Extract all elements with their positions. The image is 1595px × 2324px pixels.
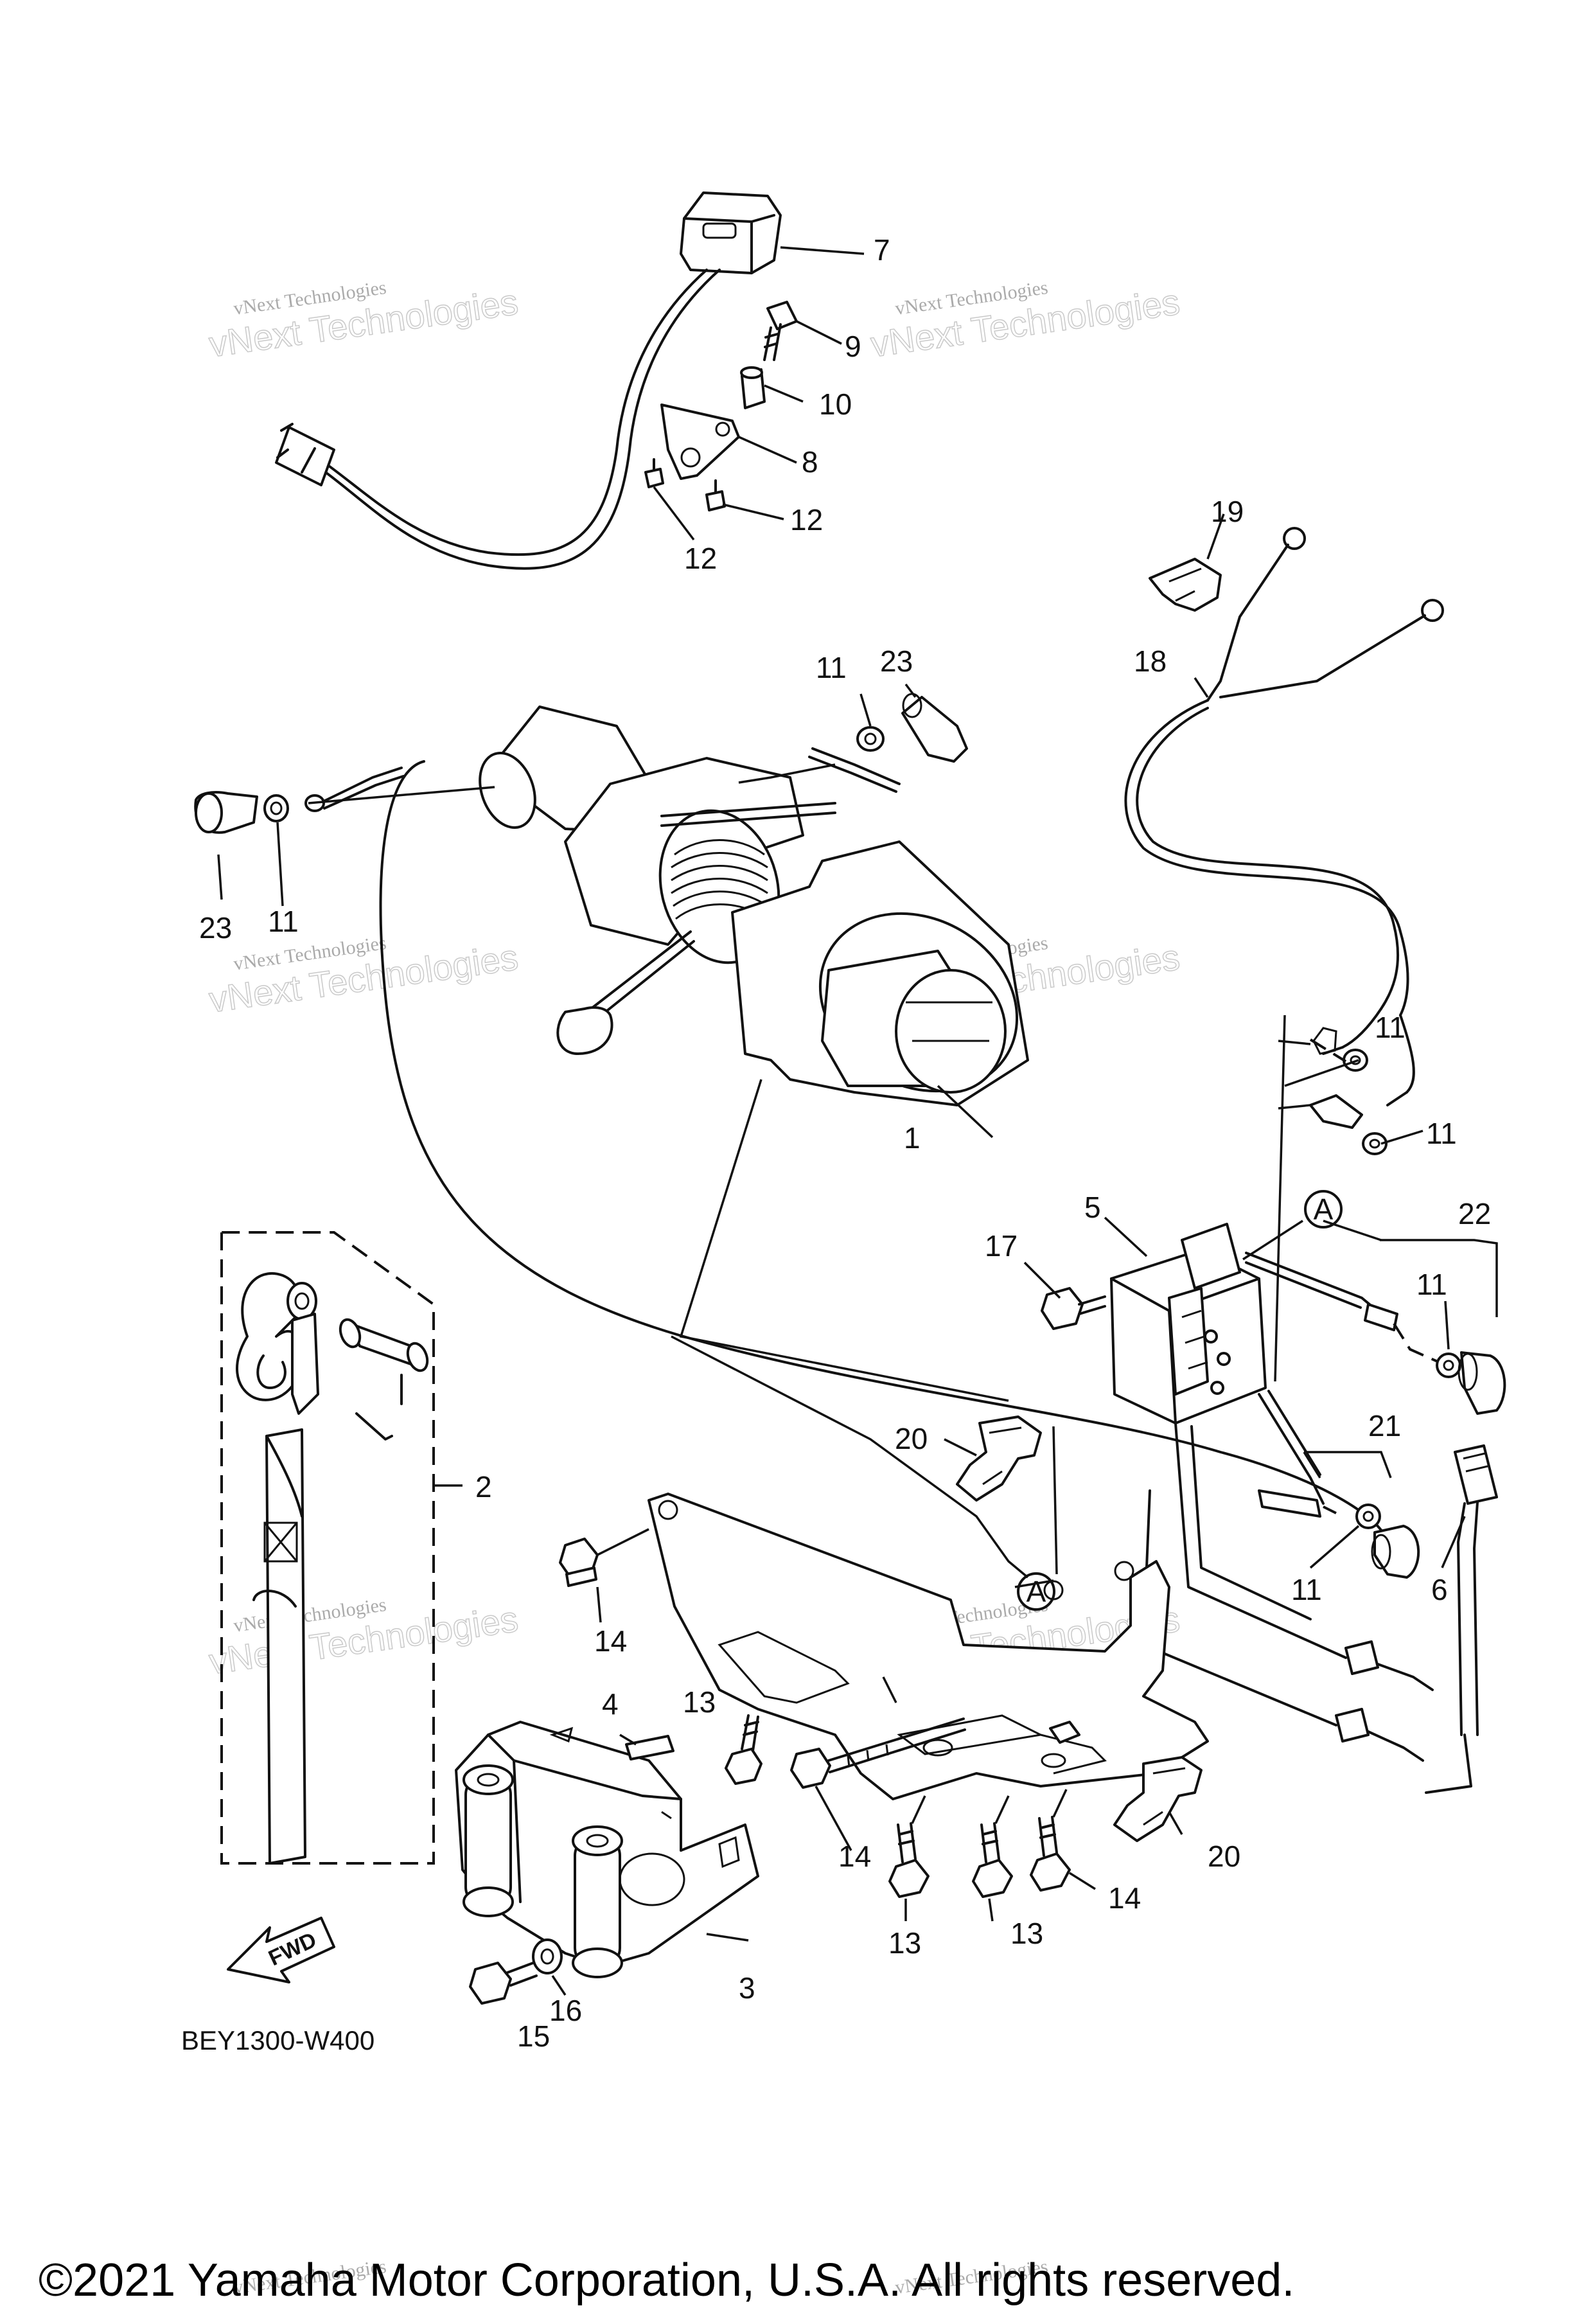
callout-13-low-mid: 13 xyxy=(1010,1917,1043,1950)
assembly-lines xyxy=(671,1015,1311,1588)
callout-20-lower: 20 xyxy=(1208,1840,1240,1873)
callout-13-low-left: 13 xyxy=(888,1926,921,1960)
reference-mark-label: A xyxy=(1314,1193,1334,1226)
part-14-bolt-long xyxy=(790,1717,966,1789)
callout-7: 7 xyxy=(874,233,890,267)
part-9-bolt xyxy=(763,301,798,361)
part-21-cable xyxy=(1258,1390,1420,1579)
part-5-solenoid-relay xyxy=(1110,1223,1267,1424)
part-6-connector xyxy=(1425,1444,1498,1794)
part-20-clamp-upper xyxy=(956,1415,1042,1502)
callout-23-left: 23 xyxy=(199,911,232,945)
callout-9: 9 xyxy=(845,330,861,363)
callout-22: 22 xyxy=(1458,1197,1491,1230)
cable-lug-top xyxy=(808,747,901,793)
callout-18: 18 xyxy=(1134,644,1167,678)
callout-11-right-mid: 11 xyxy=(1426,1117,1457,1150)
callout-20-upper: 20 xyxy=(895,1422,928,1455)
callout-6: 6 xyxy=(1431,1573,1448,1606)
callout-5: 5 xyxy=(1084,1191,1101,1224)
part-11-nut-mid-right xyxy=(1309,1094,1388,1155)
part-11-nut-top xyxy=(856,726,885,752)
callout-1: 1 xyxy=(904,1121,921,1155)
part-14-bolt-low-right xyxy=(1030,1789,1071,1892)
callout-2: 2 xyxy=(475,1470,492,1504)
part-13-bolt-low-left xyxy=(888,1795,930,1898)
cable-lug-left xyxy=(304,767,405,812)
callout-17: 17 xyxy=(985,1229,1018,1263)
part-19-clamp xyxy=(1149,558,1222,612)
part-12-screw-left xyxy=(644,458,664,488)
callout-12-left: 12 xyxy=(684,542,717,575)
callout-11-relay: 11 xyxy=(1416,1268,1447,1301)
callout-3: 3 xyxy=(739,1971,755,2005)
part-13-bolt-mid xyxy=(725,1714,762,1785)
part-23-cover-left xyxy=(194,791,258,834)
part-18-wire-harness xyxy=(1124,527,1444,1106)
callout-23-top: 23 xyxy=(880,644,913,678)
part-14-bolt-upper xyxy=(559,1528,649,1587)
callout-12-right: 12 xyxy=(790,503,823,537)
reference-mark-lower: A xyxy=(1017,1572,1055,1611)
callout-14-upper: 14 xyxy=(594,1624,627,1658)
callout-4: 4 xyxy=(602,1687,619,1721)
callout-8: 8 xyxy=(802,445,818,479)
reference-mark-label: A xyxy=(1027,1575,1046,1608)
part-16-washer xyxy=(532,1938,563,1974)
callout-14-low-right: 14 xyxy=(1108,1881,1141,1915)
part-1-winch xyxy=(479,705,1029,1106)
part-12-screw-right xyxy=(705,479,726,511)
callout-numbers: 1 2 3 4 5 6 7 8 9 10 11 11 11 11 11 11 1… xyxy=(199,233,1491,2053)
copyright-notice: ©2021 Yamaha Motor Corporation, U.S.A. A… xyxy=(39,2255,1294,2306)
callout-16: 16 xyxy=(549,1994,582,2027)
part-8-bracket xyxy=(660,404,740,480)
part-10-collar xyxy=(740,366,766,409)
callout-21: 21 xyxy=(1368,1409,1401,1442)
callout-10: 10 xyxy=(819,387,852,421)
part-13-bolt-low-mid xyxy=(972,1795,1013,1898)
callout-14-mid: 14 xyxy=(838,1840,871,1873)
part-23-cover-top xyxy=(901,693,968,763)
part-22-cable xyxy=(1245,1252,1506,1415)
callout-15: 15 xyxy=(517,2019,550,2053)
callout-19: 19 xyxy=(1211,495,1244,528)
part-17-bolt xyxy=(1041,1287,1106,1330)
part-4-label xyxy=(625,1735,674,1761)
forward-direction-arrow: FWD xyxy=(227,1917,335,1983)
part-15-bolt xyxy=(469,1962,538,2005)
part-11-nut-upper-right xyxy=(1309,1027,1368,1072)
callout-leaders xyxy=(217,246,1498,1996)
callout-11-top: 11 xyxy=(816,651,847,684)
mounting-plate xyxy=(648,1493,1209,1800)
part-3-roller-fairlead xyxy=(455,1721,759,1978)
reference-mark-upper: A xyxy=(1304,1190,1343,1229)
part-7-winch-switch xyxy=(275,191,782,570)
diagram-code: BEY1300-W400 xyxy=(181,2025,375,2055)
callout-11-lower: 11 xyxy=(1291,1573,1322,1606)
part-2-hook-strap-kit xyxy=(220,1231,463,1865)
part-11-nut-left xyxy=(263,794,289,822)
callout-11-left: 11 xyxy=(268,905,299,938)
callout-13-mid: 13 xyxy=(683,1685,716,1719)
callout-11-right-upper: 11 xyxy=(1375,1011,1406,1044)
part-20-clamp-lower xyxy=(1113,1756,1203,1842)
